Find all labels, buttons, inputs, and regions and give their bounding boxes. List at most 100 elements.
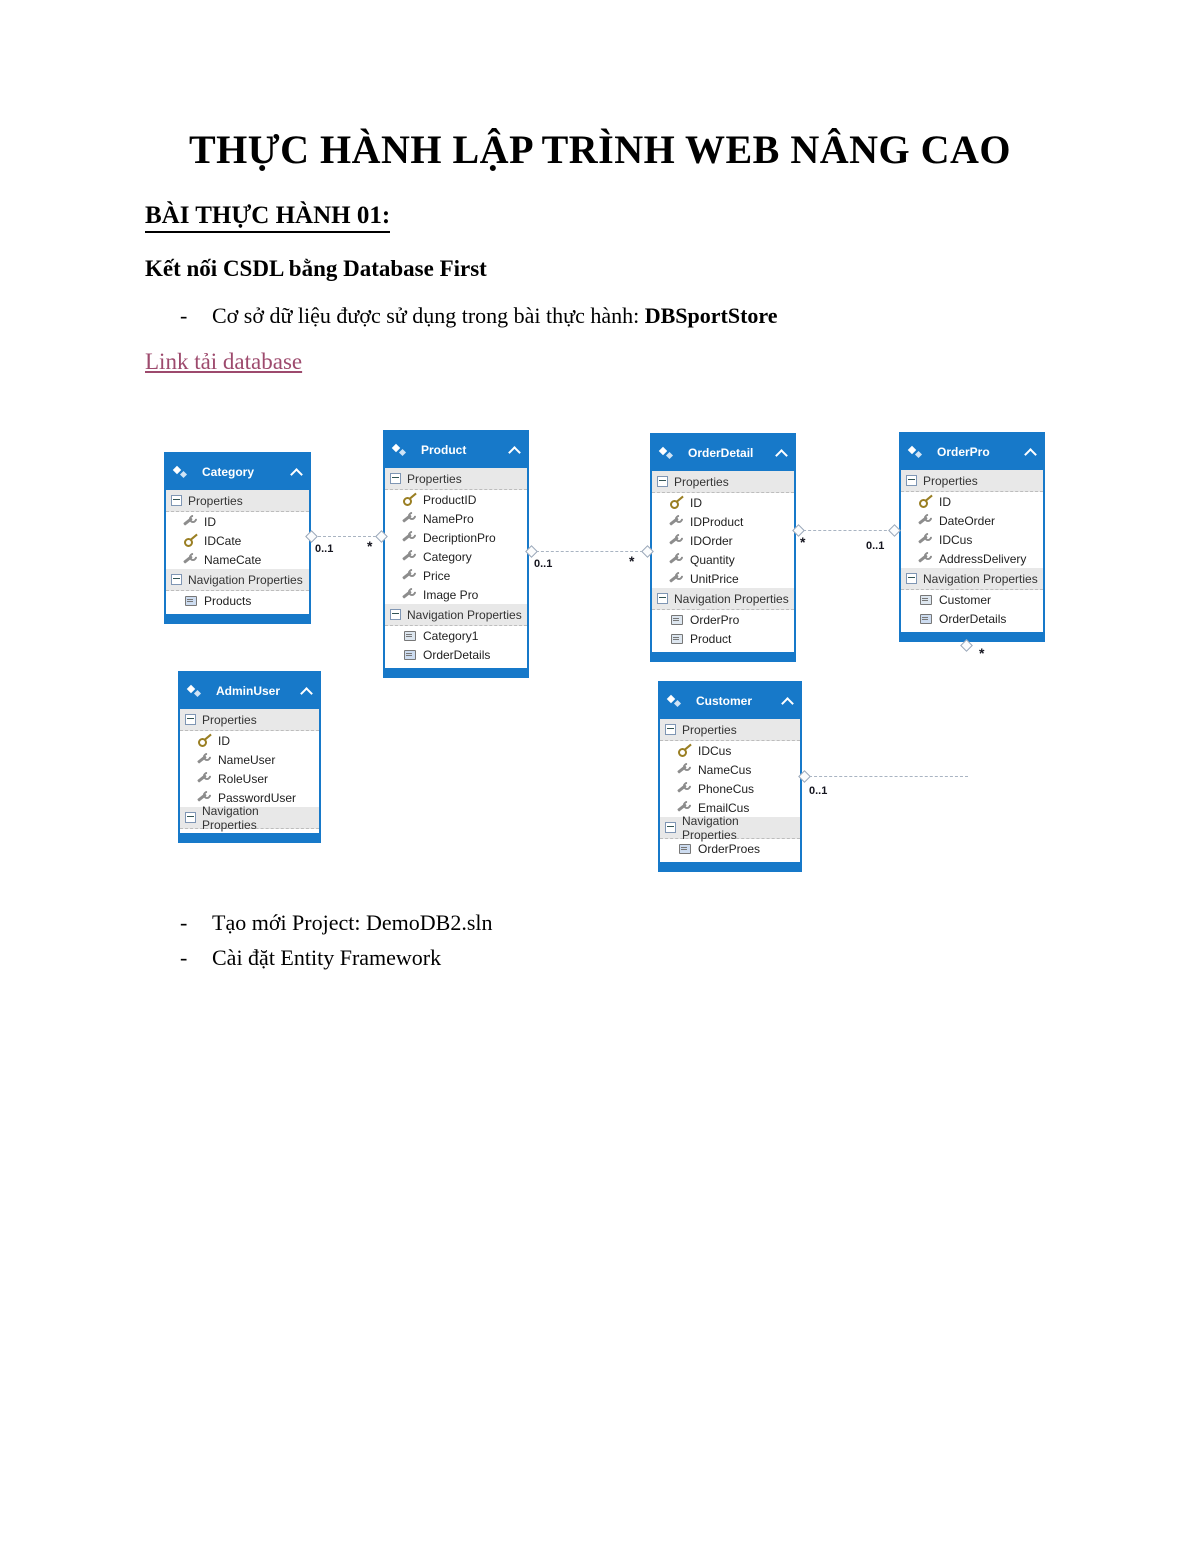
entity-member-row[interactable]: IDCus	[660, 741, 800, 760]
chevron-up-icon[interactable]	[1024, 447, 1037, 461]
entity-member-row[interactable]: UnitPrice	[652, 569, 794, 588]
entity-member-row[interactable]: IDProduct	[652, 512, 794, 531]
entity-member-row[interactable]: AddressDelivery	[901, 549, 1043, 568]
chevron-up-icon[interactable]	[300, 686, 313, 700]
entity-member-row[interactable]: OrderPro	[652, 610, 794, 629]
properties-section-header[interactable]: Properties	[901, 470, 1043, 492]
collapse-icon[interactable]	[906, 475, 917, 486]
entity-footer	[652, 652, 794, 660]
navigation-section-header[interactable]: Navigation Properties	[652, 588, 794, 610]
collapse-icon[interactable]	[185, 812, 196, 823]
database-download-link[interactable]: Link tải database	[145, 349, 303, 374]
chevron-up-icon[interactable]	[781, 696, 794, 710]
member-name: IDCate	[204, 533, 242, 548]
wrench-icon	[919, 533, 933, 546]
entity-title: Category	[202, 465, 255, 479]
collapse-icon[interactable]	[665, 724, 676, 735]
entity-member-row[interactable]: OrderDetails	[385, 645, 527, 664]
intro-bullet-prefix: Cơ sở dữ liệu được sử dụng trong bài thự…	[212, 303, 645, 328]
entity-member-row[interactable]: Products	[166, 591, 309, 610]
navigation-section-header[interactable]: Navigation Properties	[385, 604, 527, 626]
collapse-icon[interactable]	[185, 714, 196, 725]
association-orderdetail-orderpro[interactable]	[798, 530, 897, 531]
entity-member-row[interactable]: ID	[180, 731, 319, 750]
entity-member-row[interactable]: PhoneCus	[660, 779, 800, 798]
entity-member-row[interactable]: IDCus	[901, 530, 1043, 549]
entity-member-row[interactable]: ID	[901, 492, 1043, 511]
entity-title: OrderPro	[937, 445, 990, 459]
navigation-section-header[interactable]: Navigation Properties	[660, 814, 800, 842]
entity-member-row[interactable]: NameCate	[166, 550, 309, 569]
entity-member-row[interactable]: Price	[385, 566, 527, 585]
collapse-icon[interactable]	[665, 822, 676, 833]
member-name: NameCate	[204, 552, 262, 567]
entity-header[interactable]: OrderDetail	[652, 435, 794, 471]
entity-member-row[interactable]: Quantity	[652, 550, 794, 569]
chevron-up-icon[interactable]	[508, 445, 521, 459]
entity-icon	[660, 447, 675, 460]
member-name: Category	[423, 549, 472, 564]
properties-section-header[interactable]: Properties	[166, 490, 309, 512]
entity-member-row[interactable]: NamePro	[385, 509, 527, 528]
entity-header[interactable]: AdminUser	[180, 673, 319, 709]
entity-member-row[interactable]: ID	[652, 493, 794, 512]
collapse-icon[interactable]	[171, 574, 182, 585]
entity-member-row[interactable]: EmailCus	[660, 798, 800, 817]
entity-member-row[interactable]: Customer	[901, 590, 1043, 609]
entity-member-row[interactable]: DecriptionPro	[385, 528, 527, 547]
properties-section-header[interactable]: Properties	[660, 719, 800, 741]
collapse-icon[interactable]	[657, 593, 668, 604]
entity-member-row[interactable]: PasswordUser	[180, 788, 319, 807]
entity-member-row[interactable]: OrderProes	[660, 839, 800, 858]
collapse-icon[interactable]	[171, 495, 182, 506]
association-customer-orderpro[interactable]	[804, 776, 968, 777]
wrench-icon	[403, 512, 417, 525]
entity-member-row[interactable]: IDCate	[166, 531, 309, 550]
entity-member-row[interactable]: Image Pro	[385, 585, 527, 604]
entity-member-row[interactable]: IDOrder	[652, 531, 794, 550]
entity-member-row[interactable]: NameUser	[180, 750, 319, 769]
collapse-icon[interactable]	[906, 573, 917, 584]
collapse-icon[interactable]	[657, 476, 668, 487]
member-name: Quantity	[690, 552, 735, 567]
chevron-up-icon[interactable]	[290, 467, 303, 481]
properties-section-header[interactable]: Properties	[652, 471, 794, 493]
page-title: THỰC HÀNH LẬP TRÌNH WEB NÂNG CAO	[188, 127, 1011, 172]
entity-member-row[interactable]: DateOrder	[901, 511, 1043, 530]
entity-member-row[interactable]: OrderDetails	[901, 609, 1043, 628]
entity-member-row[interactable]: RoleUser	[180, 769, 319, 788]
collapse-icon[interactable]	[390, 473, 401, 484]
nav-single-icon	[670, 632, 684, 645]
entity-header[interactable]: Customer	[660, 683, 800, 719]
entity-header[interactable]: OrderPro	[901, 434, 1043, 470]
key-icon	[403, 493, 417, 506]
entity-member-row[interactable]: Product	[652, 629, 794, 648]
entity-member-row[interactable]: NameCus	[660, 760, 800, 779]
properties-section-header[interactable]: Properties	[180, 709, 319, 731]
entity-member-row[interactable]: ProductID	[385, 490, 527, 509]
navigation-section-header[interactable]: Navigation Properties	[166, 569, 309, 591]
collapse-icon[interactable]	[390, 609, 401, 620]
entity-header[interactable]: Product	[385, 432, 527, 468]
entity-icon	[393, 444, 408, 457]
member-name: NameUser	[218, 752, 276, 767]
properties-section-header[interactable]: Properties	[385, 468, 527, 490]
navigation-section-header[interactable]: Navigation Properties	[901, 568, 1043, 590]
entity-member-row[interactable]: ID	[166, 512, 309, 531]
association-category-product[interactable]	[313, 536, 381, 537]
chevron-up-icon[interactable]	[775, 448, 788, 462]
entity-header[interactable]: Category	[166, 454, 309, 490]
navigation-section-header[interactable]: Navigation Properties	[180, 804, 319, 832]
section-label: Navigation Properties	[674, 591, 789, 606]
entity-member-row[interactable]: Category	[385, 547, 527, 566]
association-product-orderdetail[interactable]	[531, 551, 648, 552]
entity-member-row[interactable]: Category1	[385, 626, 527, 645]
wrench-icon	[670, 553, 684, 566]
